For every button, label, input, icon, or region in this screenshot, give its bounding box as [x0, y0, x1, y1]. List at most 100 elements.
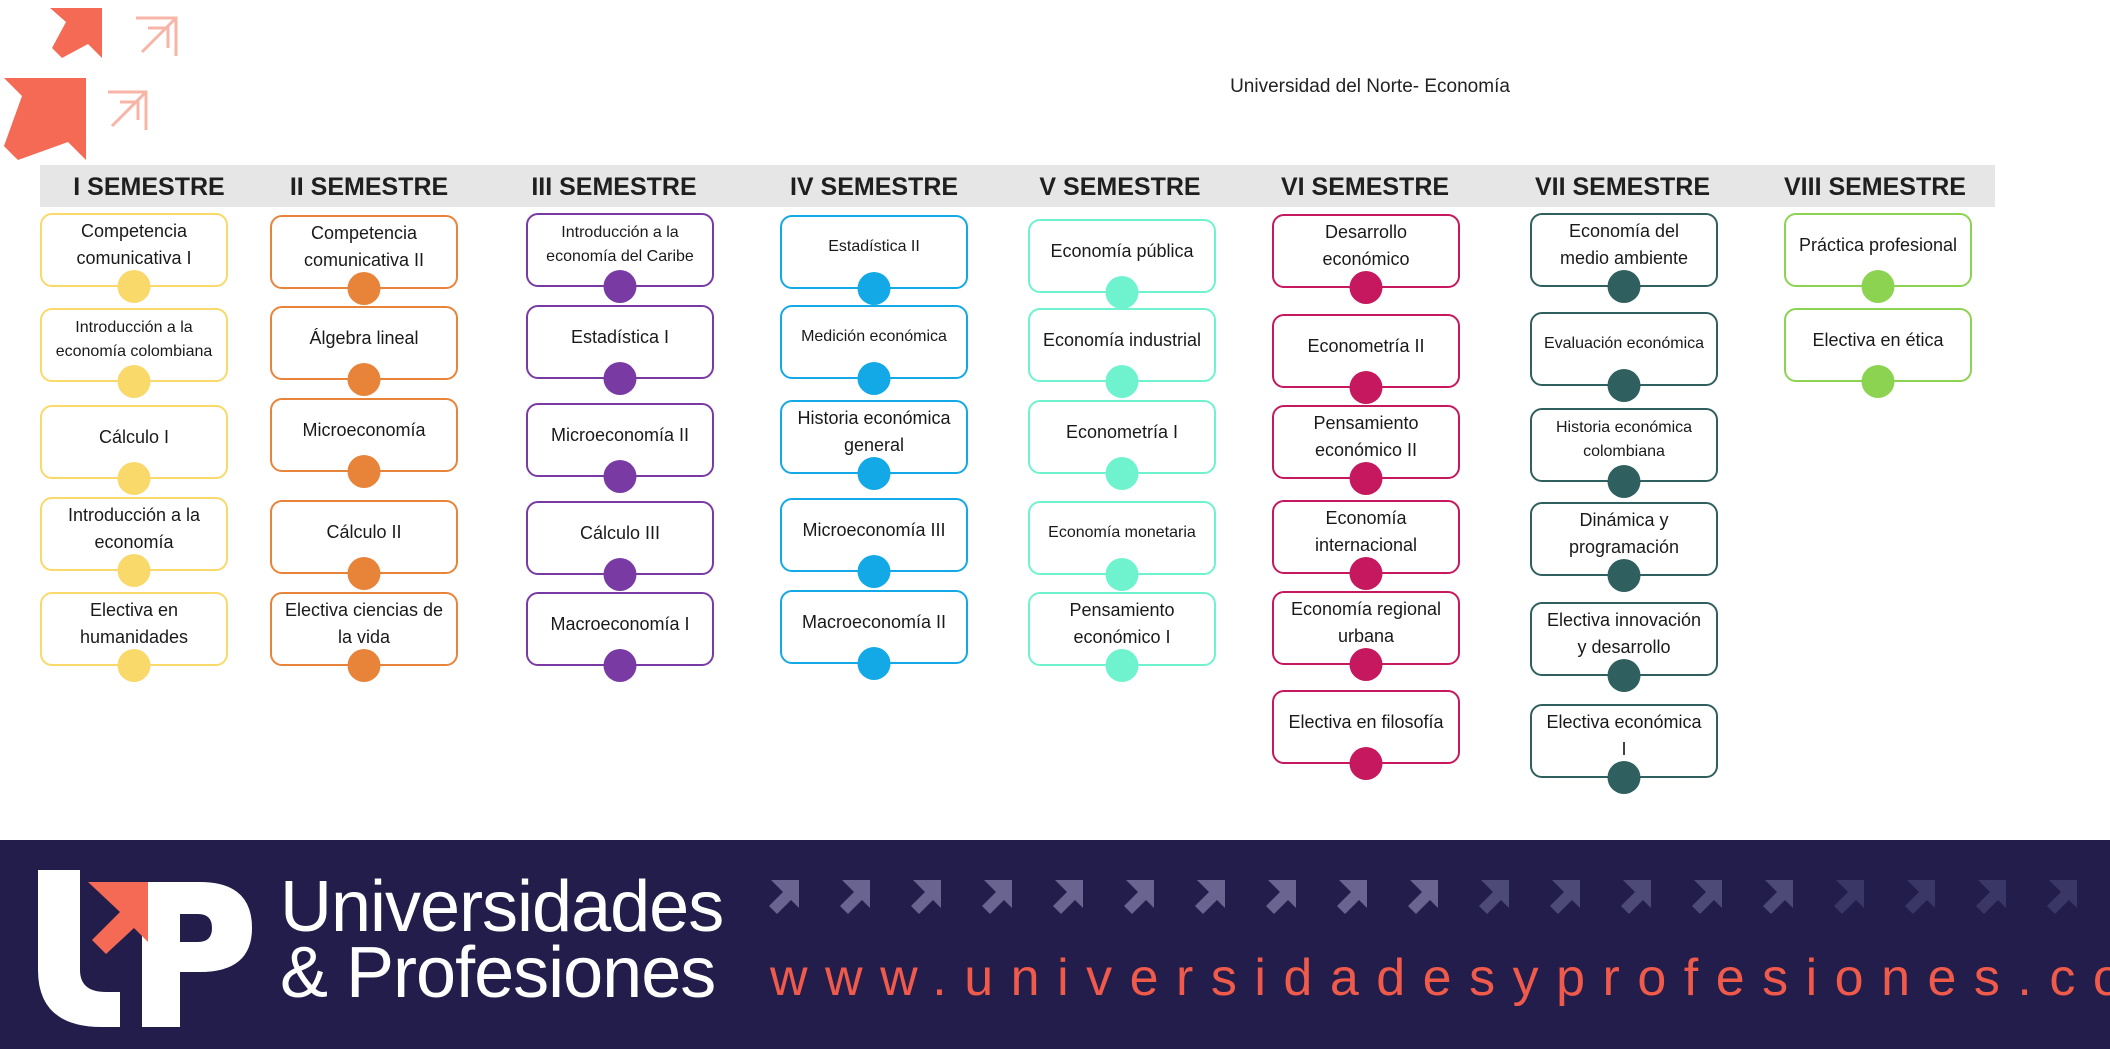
course-card: Competencia comunicativa II: [270, 215, 458, 305]
course-name: Desarrollo económico: [1322, 222, 1410, 269]
course-card: Cálculo II: [270, 500, 458, 590]
footer-arrow-icon: [1905, 880, 1935, 914]
course-connector-dot: [1349, 557, 1383, 590]
semester-heading: VIII SEMESTRE: [1784, 173, 1966, 201]
course-connector-dot: [1349, 648, 1383, 681]
footer-arrow-icon: [911, 880, 941, 914]
course-connector-dot: [1607, 761, 1641, 794]
course-name: Electiva en ética: [1812, 329, 1944, 350]
course-connector-dot: [117, 365, 151, 398]
course-card: Economía industrial: [1028, 308, 1216, 398]
course-connector-dot: [1349, 271, 1383, 304]
course-name: Electiva ciencias de la vida: [284, 600, 444, 647]
course-connector-dot: [603, 558, 637, 591]
arrow-small-icon: [50, 8, 102, 58]
course-card: Cálculo I: [40, 405, 228, 495]
semester-header-band: [40, 165, 1995, 207]
course-name: Econometría II: [1307, 335, 1425, 356]
course-name: Evaluación económica: [1543, 335, 1705, 352]
course-connector-dot: [1607, 465, 1641, 498]
course-card: Economía regional urbana: [1272, 591, 1460, 681]
course-name: Microeconomía II: [550, 424, 690, 445]
footer-arrow-icon: [982, 880, 1012, 914]
course-name: Cálculo I: [98, 426, 170, 447]
course-name: Economía del medio ambiente: [1559, 221, 1689, 268]
course-name: Introducción a la economía del Caribe: [546, 224, 694, 265]
course-card: Cálculo III: [526, 501, 714, 591]
course-name: Pensamiento económico I: [1069, 600, 1175, 647]
course-name: Econometría I: [1065, 421, 1179, 442]
semester-heading: III SEMESTRE: [531, 173, 697, 201]
course-card: Introducción a la economía: [40, 497, 228, 587]
course-name: Álgebra lineal: [309, 327, 419, 348]
course-connector-dot: [1607, 559, 1641, 592]
course-card: Pensamiento económico I: [1028, 592, 1216, 682]
course-card: Dinámica y programación: [1530, 502, 1718, 592]
footer-arrow-icon: [1479, 880, 1509, 914]
course-card: Microeconomía III: [780, 498, 968, 588]
footer-arrow-icon: [1621, 880, 1651, 914]
course-card: Economía internacional: [1272, 500, 1460, 590]
footer-arrow-icon: [1692, 880, 1722, 914]
website-url[interactable]: www.universidadesyprofesiones.com: [770, 949, 2110, 1007]
course-connector-dot: [1349, 462, 1383, 495]
footer-arrow-icon: [1124, 880, 1154, 914]
course-connector-dot: [117, 462, 151, 495]
course-name: Cálculo III: [579, 522, 661, 543]
course-card: Microeconomía: [270, 398, 458, 488]
course-name: Economía monetaria: [1048, 524, 1196, 541]
course-card: Historia económica general: [780, 400, 968, 490]
course-name: Electiva innovación y desarrollo: [1546, 610, 1702, 657]
page-title: Universidad del Norte- Economía: [1230, 76, 1510, 97]
course-connector-dot: [1105, 276, 1139, 309]
course-connector-dot: [347, 455, 381, 488]
course-connector-dot: [117, 270, 151, 303]
course-connector-dot: [857, 647, 891, 680]
course-name: Microeconomía III: [802, 519, 946, 540]
course-name: Macroeconomía II: [801, 611, 947, 632]
course-connector-dot: [1607, 369, 1641, 402]
footer-arrow-icon: [840, 880, 870, 914]
course-connector-dot: [347, 272, 381, 305]
course-connector-dot: [347, 557, 381, 590]
footer-banner: Universidades & Profesiones www.universi…: [0, 840, 2110, 1049]
course-name: Cálculo II: [326, 521, 402, 542]
course-card: Estadística I: [526, 305, 714, 395]
course-card: Electiva económica I: [1530, 704, 1718, 794]
course-name: Microeconomía: [302, 419, 426, 440]
course-name: Electiva en humanidades: [79, 600, 189, 647]
semester-heading: V SEMESTRE: [1039, 173, 1201, 201]
course-connector-dot: [1349, 747, 1383, 780]
footer-arrow-icon: [1408, 880, 1438, 914]
footer-arrow-icon: [1195, 880, 1225, 914]
footer-arrow-icon: [1053, 880, 1083, 914]
footer-arrow-icon: [769, 880, 799, 914]
footer-arrow-icon: [1550, 880, 1580, 914]
arrow-outline-icon: [108, 16, 178, 130]
semester-heading: II SEMESTRE: [289, 173, 449, 201]
arrow-large-icon: [4, 78, 86, 160]
course-name: Introducción a la economía: [67, 505, 201, 552]
course-connector-dot: [1105, 558, 1139, 591]
course-name: Historia económica colombiana: [1555, 419, 1693, 460]
course-connector-dot: [603, 362, 637, 395]
course-name: Historia económica general: [797, 408, 951, 455]
course-name: Macroeconomía I: [550, 613, 690, 634]
course-card: Microeconomía II: [526, 403, 714, 493]
course-connector-dot: [1105, 457, 1139, 490]
course-name: Práctica profesional: [1798, 234, 1958, 255]
semester-column: VII SEMESTRE: [1490, 165, 1755, 765]
course-connector-dot: [117, 649, 151, 682]
course-card: Desarrollo económico: [1272, 214, 1460, 304]
course-connector-dot: [1349, 371, 1383, 404]
footer-arrow-pattern: [769, 880, 2077, 914]
semester-heading: VI SEMESTRE: [1280, 173, 1450, 201]
course-connector-dot: [603, 270, 637, 303]
course-card: Electiva en humanidades: [40, 592, 228, 682]
footer-arrow-icon: [1763, 880, 1793, 914]
course-card: Macroeconomía II: [780, 590, 968, 680]
semester-heading: VII SEMESTRE: [1534, 173, 1711, 201]
course-connector-dot: [347, 649, 381, 682]
footer-arrow-icon: [1976, 880, 2006, 914]
course-connector-dot: [1105, 365, 1139, 398]
